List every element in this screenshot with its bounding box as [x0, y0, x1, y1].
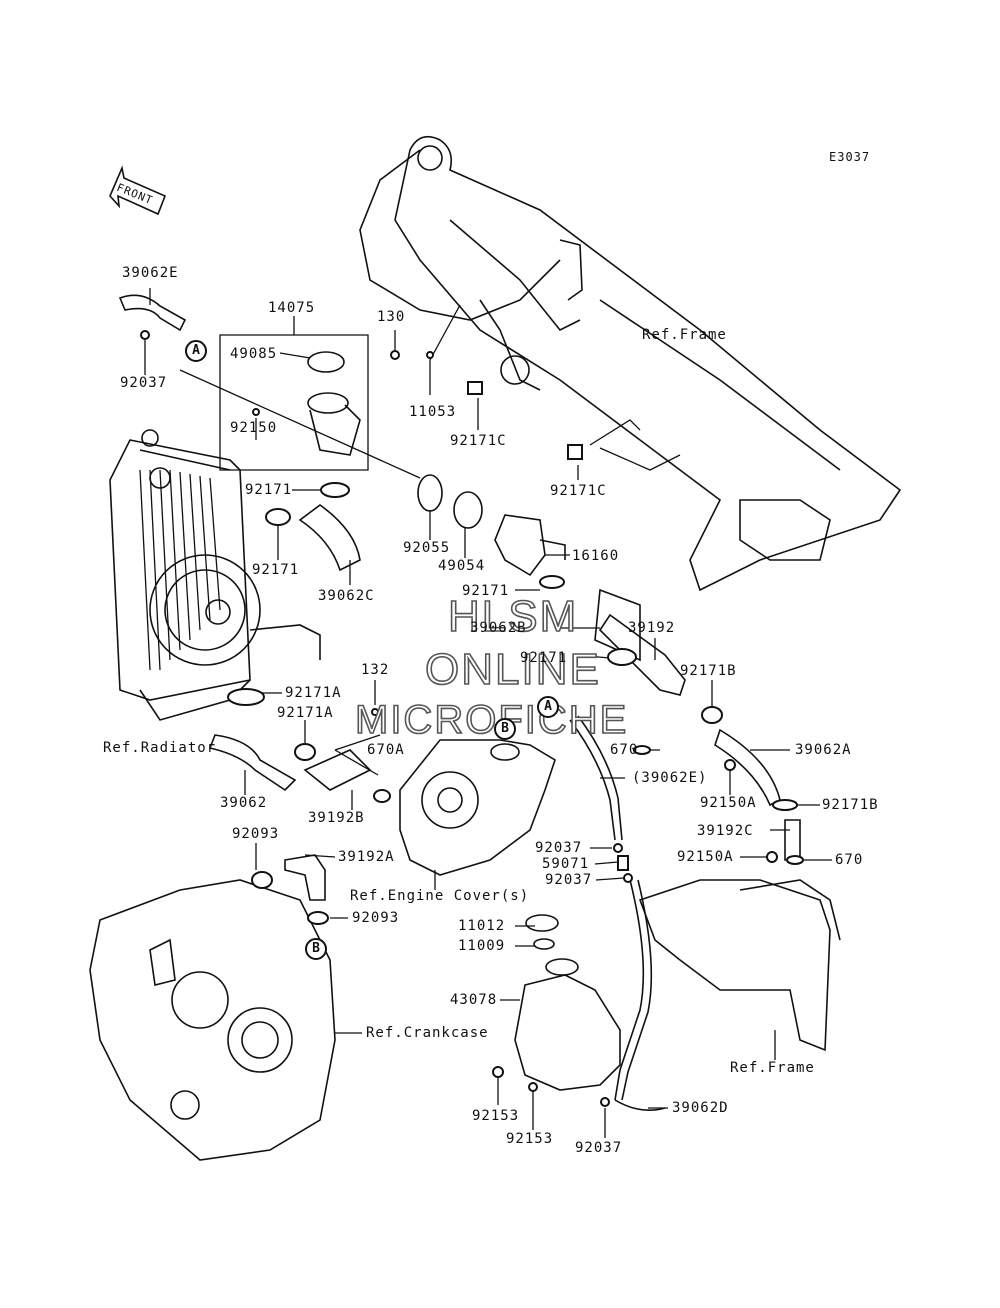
part-label-92171-c: 92171	[462, 583, 510, 599]
thermostat-housing-artwork	[307, 351, 566, 577]
part-label-59071: 59071	[542, 856, 590, 872]
water-pump-cover-artwork	[514, 914, 621, 1091]
part-label-39192b: 39192B	[308, 810, 365, 826]
part-label-92037-2: 92037	[535, 840, 583, 856]
part-label-39192: 39192	[628, 620, 676, 636]
front-arrow-icon	[109, 165, 167, 216]
part-label-670a: 670A	[367, 742, 405, 758]
watermark-line-3: MICROFICHE	[354, 697, 629, 743]
part-label-92171c-2: 92171C	[550, 483, 607, 499]
part-label-39062: 39062	[220, 795, 268, 811]
part-label-92037-3: 92037	[545, 872, 593, 888]
part-label-39192c: 39192C	[697, 823, 754, 839]
ref-radiator: Ref.Radiator	[103, 740, 217, 756]
part-label-130: 130	[377, 309, 406, 325]
part-label-92093-2: 92093	[352, 910, 400, 926]
part-label-92171-d: 92171	[520, 650, 568, 666]
callout-a-top: A	[185, 340, 207, 362]
diagram-code: E3037	[829, 150, 871, 164]
watermark-line-2: ONLINE	[424, 644, 601, 695]
part-label-92171-b: 92171	[252, 562, 300, 578]
lower-frame-artwork	[638, 879, 841, 1052]
callout-a-bottom: A	[537, 696, 559, 718]
part-label-92037-top: 92037	[120, 375, 168, 391]
part-label-92055: 92055	[403, 540, 451, 556]
leader-lines	[144, 288, 832, 1138]
part-label-14075: 14075	[268, 300, 316, 316]
part-label-39062b: 39062B	[470, 620, 527, 636]
radiator-artwork	[109, 429, 321, 721]
part-label-43078: 43078	[450, 992, 498, 1008]
part-label-39192a: 39192A	[338, 849, 395, 865]
part-label-92150: 92150	[230, 420, 278, 436]
clamps-and-bolts	[140, 330, 804, 1107]
frame-artwork	[359, 135, 902, 592]
part-label-11053: 11053	[409, 404, 457, 420]
part-label-39062e-paren: (39062E)	[632, 770, 708, 786]
part-label-132: 132	[361, 662, 390, 678]
watermark-line-1: HLSM	[447, 591, 579, 642]
part-label-49085: 49085	[230, 346, 278, 362]
part-label-92171-a: 92171	[245, 482, 293, 498]
part-label-92150a-1: 92150A	[700, 795, 757, 811]
part-label-670-1: 670	[610, 742, 639, 758]
part-label-92093-1: 92093	[232, 826, 280, 842]
ref-engine-cover: Ref.Engine Cover(s)	[350, 888, 530, 904]
part-label-49054: 49054	[438, 558, 486, 574]
part-label-92150a-2: 92150A	[677, 849, 734, 865]
part-label-92153-1: 92153	[472, 1108, 520, 1124]
part-label-39062e: 39062E	[122, 265, 179, 281]
part-label-39062d: 39062D	[672, 1100, 729, 1116]
part-label-92171c-1: 92171C	[450, 433, 507, 449]
part-label-11009: 11009	[458, 938, 506, 954]
part-label-92153-2: 92153	[506, 1131, 554, 1147]
ref-frame-top: Ref.Frame	[642, 327, 727, 343]
part-label-92171b-2: 92171B	[822, 797, 879, 813]
engine-cover-artwork	[399, 739, 556, 876]
part-label-92171a-2: 92171A	[277, 705, 334, 721]
part-label-670-2: 670	[835, 852, 864, 868]
part-label-92171b-1: 92171B	[680, 663, 737, 679]
part-label-16160: 16160	[572, 548, 620, 564]
ref-frame-bottom: Ref.Frame	[730, 1060, 815, 1076]
part-label-92171a-1: 92171A	[285, 685, 342, 701]
part-label-39062a: 39062A	[795, 742, 852, 758]
part-label-92037-4: 92037	[575, 1140, 623, 1156]
part-label-11012: 11012	[458, 918, 506, 934]
ref-crankcase: Ref.Crankcase	[366, 1025, 489, 1041]
callout-b-crankcase: B	[305, 938, 327, 960]
callout-b-cover: B	[494, 718, 516, 740]
hose-artwork	[118, 294, 801, 901]
part-label-39062c: 39062C	[318, 588, 375, 604]
crankcase-artwork	[89, 879, 336, 1161]
